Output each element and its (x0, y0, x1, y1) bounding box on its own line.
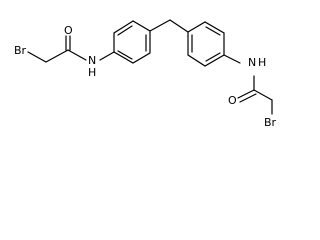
bond-n-ring-left (99, 51, 115, 61)
left-ring-double-3 (117, 50, 133, 60)
atom-n-left: N (88, 54, 96, 67)
bond-ch2-carbonyl-left (45, 49, 69, 63)
bond-br-ch2-left (27, 51, 47, 63)
structure-diagram: Br O N H N H O Br (0, 0, 310, 144)
diagram-background (0, 0, 310, 144)
right-bromoacetamide-group (223, 54, 273, 115)
right-ring-double-1 (205, 26, 221, 36)
bond-carbonyl-n-left (67, 49, 87, 61)
bond-ring-ch2-left (149, 19, 171, 32)
bond-ch2-ring-right (169, 19, 189, 33)
methylene-bridge (149, 19, 189, 33)
bond-ring-n-right (223, 54, 241, 64)
atom-n-right: N (248, 56, 256, 69)
right-ring-double-2 (205, 52, 221, 62)
left-ring-double-1 (117, 25, 133, 36)
atom-br-right: Br (264, 116, 277, 129)
atom-o-right: O (228, 94, 237, 107)
left-bromoacetamide-group (27, 35, 115, 63)
atom-h-right: H (258, 56, 266, 69)
bond-carbonyl-o-right-2 (239, 93, 257, 103)
bond-carbonyl-ch2-right (253, 89, 273, 101)
atom-h-left: H (88, 66, 96, 79)
atom-br-left: Br (14, 44, 27, 57)
atom-o-left: O (64, 24, 73, 37)
bond-carbonyl-o-right-1 (237, 89, 255, 99)
